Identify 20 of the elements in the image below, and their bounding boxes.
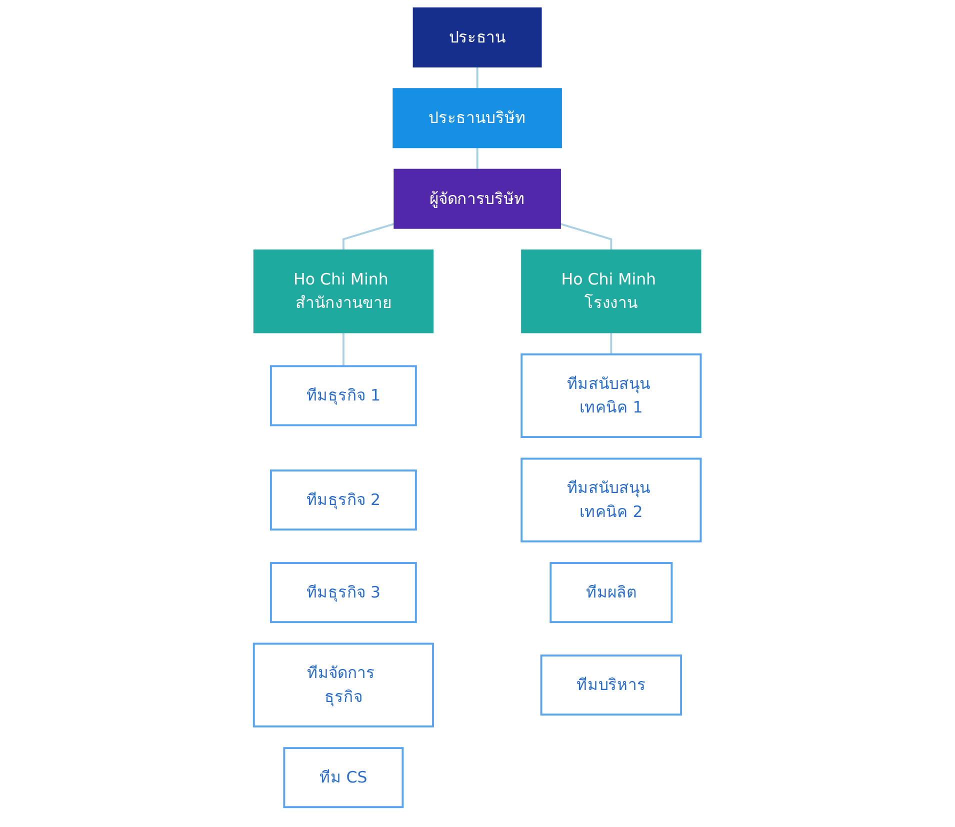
node-box: ทีมผลิต	[550, 562, 673, 624]
node-box: ทีมธุรกิจ 3	[270, 562, 418, 624]
node-box: ประธานบริษัท	[392, 88, 562, 148]
connector	[560, 222, 612, 250]
node-box: ทีมจัดการ ธุรกิจ	[253, 642, 434, 728]
connector	[342, 332, 345, 366]
connector	[342, 222, 395, 250]
node-box: Ho Chi Minh สำนักงานขาย	[254, 250, 434, 334]
node-box: ทีม CS	[283, 747, 404, 808]
connector	[610, 332, 612, 354]
node-box: ทีมสนับสนุน เทคนิค 2	[520, 458, 702, 542]
node-box: Ho Chi Minh โรงงาน	[521, 250, 702, 334]
node-box: ประธาน	[413, 7, 542, 68]
node-box: ทีมธุรกิจ 1	[270, 365, 418, 426]
node-box: ทีมสนับสนุน เทคนิค 1	[520, 353, 702, 438]
node-box: ทีมธุรกิจ 2	[270, 470, 418, 531]
connector	[476, 148, 478, 170]
node-box: ผู้จัดการบริษัท	[394, 168, 562, 229]
node-box: ทีมบริหาร	[540, 654, 682, 716]
connector	[476, 66, 478, 89]
